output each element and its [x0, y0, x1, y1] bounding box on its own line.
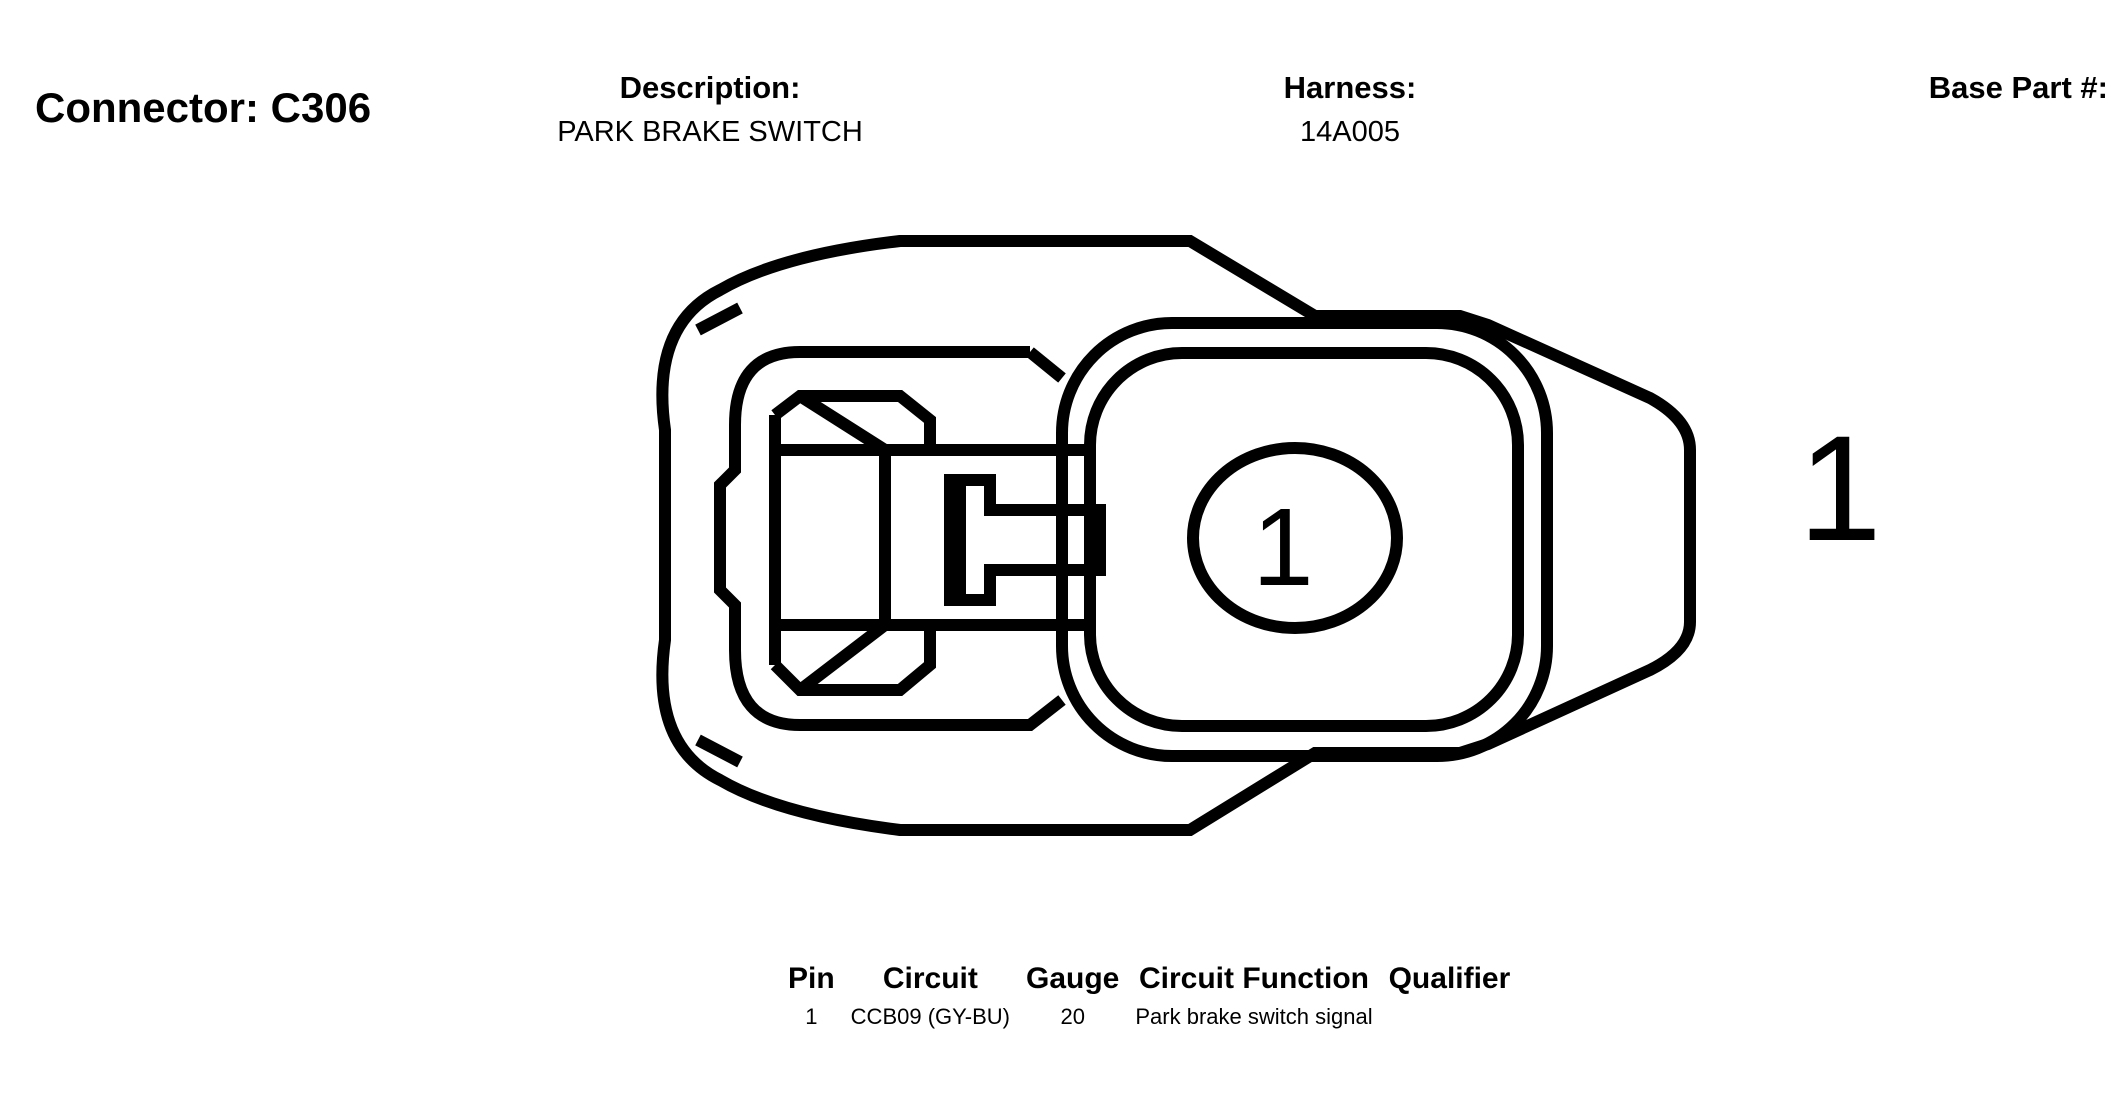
latch-bottom	[770, 620, 936, 696]
header-circuit: Circuit	[882, 962, 978, 995]
latch-finger	[944, 474, 1106, 606]
cavity-inner-outline	[1084, 347, 1524, 732]
row-circuit: CCB09 (GY-BU)	[850, 1004, 1011, 1029]
harness-label: Harness:	[1283, 70, 1417, 105]
pin-table: Pin Circuit Gauge Circuit Function Quali…	[780, 962, 1518, 1030]
description-block: Description: PARK BRAKE SWITCH	[540, 70, 880, 150]
pin-table-header-row: Pin Circuit Gauge Circuit Function Quali…	[780, 962, 1518, 1004]
cavity-number: 1	[1252, 486, 1313, 609]
housing-notch-bottom	[695, 734, 743, 768]
pin-cavity-circle	[1187, 442, 1403, 634]
latch-arm	[769, 415, 891, 665]
base-part-label: Base Part #:	[1928, 70, 2108, 105]
latch-housing	[714, 346, 1066, 731]
row-qualifier	[1381, 1004, 1519, 1030]
connector-outer-housing	[656, 235, 1696, 836]
header-pin: Pin	[788, 962, 835, 995]
row-gauge: 20	[1060, 1004, 1085, 1029]
connector-title: Connector: C306	[35, 84, 372, 131]
harness-block: Harness: 14A005	[1250, 70, 1450, 150]
header-function: Circuit Function	[1138, 962, 1369, 995]
latch-top	[771, 390, 936, 456]
table-row: 1 CCB09 (GY-BU) 20 Park brake switch sig…	[780, 1004, 1518, 1030]
description-value: PARK BRAKE SWITCH	[557, 116, 863, 148]
latch-housing-top-step	[1026, 347, 1066, 383]
row-function: Park brake switch signal	[1135, 1004, 1373, 1029]
row-pin: 1	[805, 1004, 818, 1029]
harness-value: 14A005	[1300, 116, 1400, 148]
side-pin-label: 1	[1798, 404, 1881, 572]
housing-notch-top	[695, 302, 743, 336]
base-part-block: Base Part #:	[1929, 70, 2108, 114]
header-gauge: Gauge	[1026, 962, 1120, 995]
cavity-outer-outline	[1056, 317, 1553, 762]
latch-tab	[885, 444, 1090, 631]
description-label: Description:	[619, 70, 801, 105]
header-qualifier: Qualifier	[1388, 962, 1511, 995]
